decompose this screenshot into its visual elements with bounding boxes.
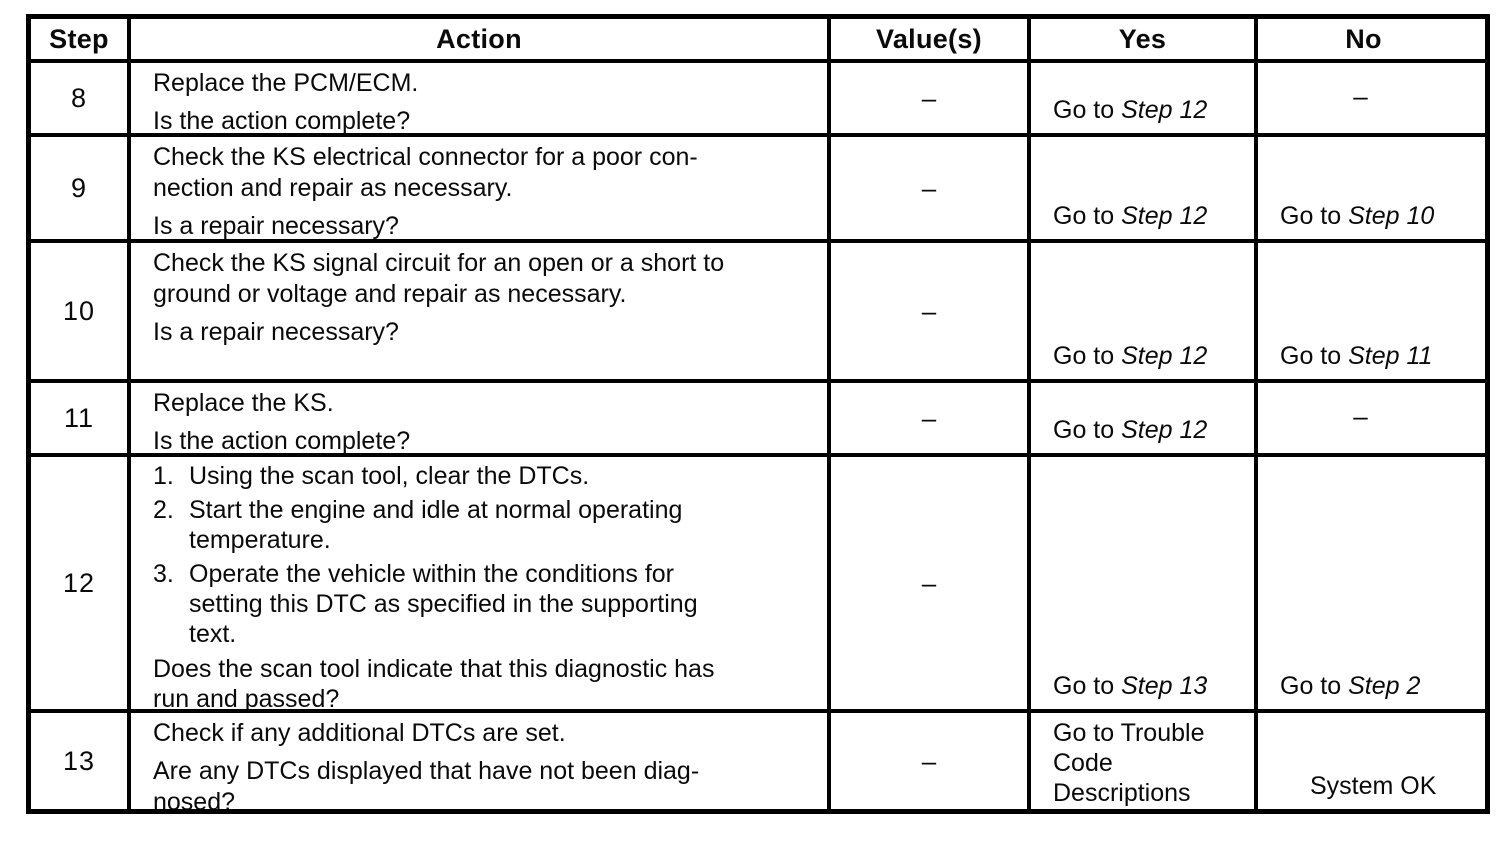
action-cell: Check if any additional DTCs are set. Ar… bbox=[127, 713, 827, 809]
table-row-step-8: 8 Replace the PCM/ECM. Is the action com… bbox=[31, 59, 1485, 133]
header-cell-no: No bbox=[1254, 19, 1469, 59]
action-text: Check the KS signal circuit for an open … bbox=[153, 249, 725, 308]
table-header-row: Step Action Value(s) Yes No bbox=[31, 19, 1485, 59]
yes-cell: Go to Trouble Code Descriptions bbox=[1027, 713, 1254, 809]
step-number: 11 bbox=[63, 402, 95, 433]
action-list-item: 2. Start the engine and idle at normal o… bbox=[153, 496, 683, 554]
action-cell: Check the KS electrical connector for a … bbox=[127, 137, 827, 239]
action-list-item: 1. Using the scan tool, clear the DTCs. bbox=[153, 462, 590, 490]
no-cell: System OK bbox=[1254, 713, 1469, 809]
goto-reference: Go to Step 12 bbox=[1053, 342, 1208, 370]
value-cell: – bbox=[827, 137, 1027, 239]
action-cell: Replace the KS. Is the action complete? bbox=[127, 383, 827, 453]
value-cell: – bbox=[827, 457, 1027, 709]
no-dash: – bbox=[1353, 401, 1368, 431]
action-question: Is a repair necessary? bbox=[153, 212, 399, 239]
action-cell: 1. Using the scan tool, clear the DTCs. … bbox=[127, 457, 827, 709]
step-number: 13 bbox=[62, 745, 96, 776]
value-dash: – bbox=[921, 567, 937, 598]
goto-reference: Go to Step 11 bbox=[1280, 342, 1433, 370]
yes-cell: Go to Step 12 bbox=[1027, 63, 1254, 133]
table-row-step-12: 12 1. Using the scan tool, clear the DTC… bbox=[31, 453, 1485, 709]
yes-cell: Go to Step 12 bbox=[1027, 243, 1254, 379]
action-question: Does the scan tool indicate that this di… bbox=[153, 655, 715, 709]
no-cell: – bbox=[1254, 383, 1469, 453]
table-row-step-13: 13 Check if any additional DTCs are set.… bbox=[31, 709, 1485, 809]
goto-reference: Go to Step 2 bbox=[1280, 672, 1421, 700]
step-number: 12 bbox=[62, 567, 96, 598]
yes-cell: Go to Step 13 bbox=[1027, 457, 1254, 709]
action-text: Replace the PCM/ECM. bbox=[153, 69, 419, 97]
action-question: Is a repair necessary? bbox=[153, 318, 399, 346]
step-number: 10 bbox=[62, 295, 96, 326]
diagnostic-table: Step Action Value(s) Yes No 8 Replace th… bbox=[26, 14, 1490, 814]
yes-cell: Go to Step 12 bbox=[1027, 137, 1254, 239]
value-cell: – bbox=[827, 713, 1027, 809]
header-cell-yes: Yes bbox=[1027, 19, 1254, 59]
value-cell: – bbox=[827, 383, 1027, 453]
value-dash: – bbox=[921, 172, 937, 203]
value-cell: – bbox=[827, 243, 1027, 379]
header-cell-action: Action bbox=[127, 19, 827, 59]
action-question: Is the action complete? bbox=[153, 427, 411, 453]
value-cell: – bbox=[827, 63, 1027, 133]
goto-reference: Go to Step 12 bbox=[1053, 416, 1208, 444]
action-text: Replace the KS. bbox=[153, 389, 334, 417]
value-dash: – bbox=[921, 745, 937, 776]
no-cell: Go to Step 2 bbox=[1254, 457, 1469, 709]
action-cell: Replace the PCM/ECM. Is the action compl… bbox=[127, 63, 827, 133]
header-cell-step: Step bbox=[49, 23, 109, 54]
no-cell: – bbox=[1254, 63, 1469, 133]
no-cell: Go to Step 11 bbox=[1254, 243, 1469, 379]
header-cell-values: Value(s) bbox=[827, 19, 1027, 59]
goto-reference: Go to Trouble Code Descriptions bbox=[1053, 719, 1205, 807]
system-ok-text: System OK bbox=[1310, 772, 1437, 800]
step-number: 9 bbox=[70, 172, 88, 203]
value-dash: – bbox=[921, 82, 937, 113]
table-row-step-10: 10 Check the KS signal circuit for an op… bbox=[31, 239, 1485, 379]
action-question: Are any DTCs displayed that have not bee… bbox=[153, 757, 700, 809]
action-text: Check if any additional DTCs are set. bbox=[153, 719, 566, 747]
value-dash: – bbox=[921, 295, 937, 326]
yes-cell: Go to Step 12 bbox=[1027, 383, 1254, 453]
action-question: Is the action complete? bbox=[153, 107, 411, 133]
goto-reference: Go to Step 10 bbox=[1280, 202, 1435, 230]
action-cell: Check the KS signal circuit for an open … bbox=[127, 243, 827, 379]
step-number: 8 bbox=[70, 82, 88, 113]
goto-reference: Go to Step 13 bbox=[1053, 672, 1208, 700]
goto-reference: Go to Step 12 bbox=[1053, 202, 1208, 230]
action-list-item: 3. Operate the vehicle within the condit… bbox=[153, 560, 698, 648]
action-text: Check the KS electrical connector for a … bbox=[153, 143, 698, 202]
table-row-step-9: 9 Check the KS electrical connector for … bbox=[31, 133, 1485, 239]
table-row-step-11: 11 Replace the KS. Is the action complet… bbox=[31, 379, 1485, 453]
no-dash: – bbox=[1353, 81, 1368, 111]
no-cell: Go to Step 10 bbox=[1254, 137, 1469, 239]
goto-reference: Go to Step 12 bbox=[1053, 96, 1208, 124]
value-dash: – bbox=[921, 402, 937, 433]
